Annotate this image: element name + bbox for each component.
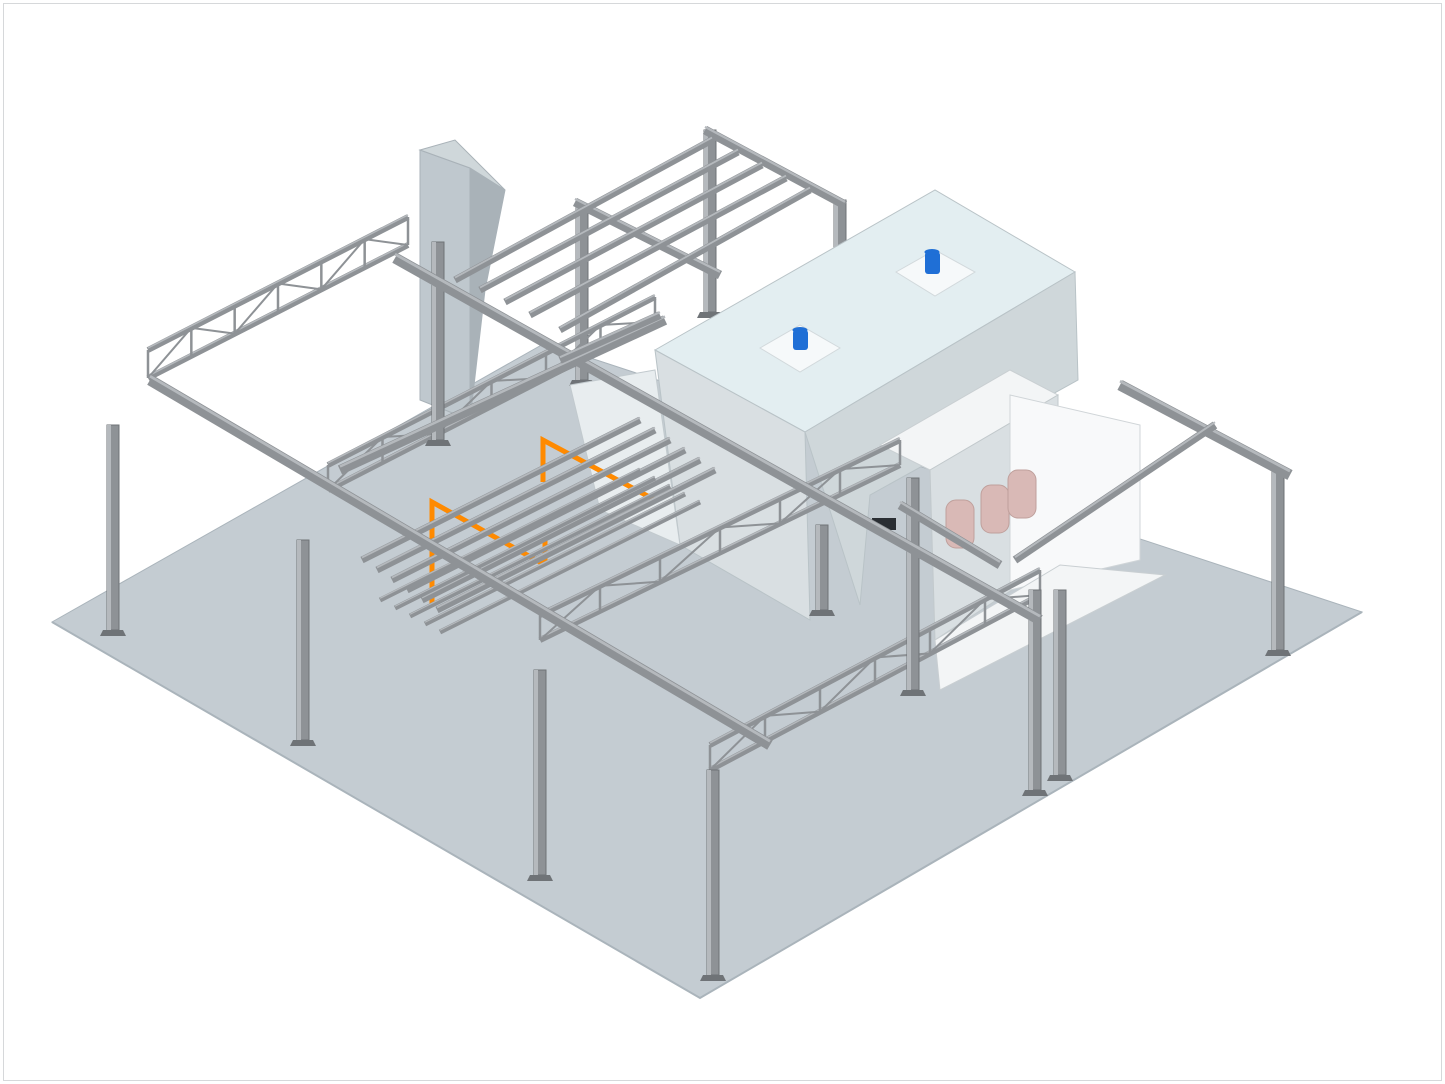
steel-column-flange bbox=[1054, 590, 1058, 775]
truss-frame-left-diagonal bbox=[277, 282, 322, 291]
conveyor-bars bbox=[360, 416, 717, 635]
steel-column-base-plate bbox=[290, 740, 316, 746]
steel-column-base-plate bbox=[700, 975, 726, 981]
lower-bar bbox=[438, 499, 702, 635]
truss-frame-front-diagonal bbox=[839, 464, 901, 471]
rear-rail-highlight bbox=[504, 161, 763, 301]
lower-bar-highlight bbox=[424, 491, 686, 623]
ventilation-cap-icon bbox=[924, 249, 940, 274]
steel-column-flange bbox=[707, 770, 711, 975]
lower-bar bbox=[393, 475, 657, 611]
floor-edge bbox=[51, 611, 1363, 1000]
cyclone-top-face bbox=[418, 139, 506, 191]
conveyor-bar-highlight bbox=[436, 466, 716, 609]
truss-frame-left-diagonal bbox=[320, 238, 366, 290]
truss-frame-left-top-chord-highlight bbox=[147, 214, 409, 349]
steel-column-base-plate bbox=[1022, 790, 1048, 796]
orange-hanger-rack bbox=[429, 497, 547, 605]
truss-frame-front-diagonal bbox=[719, 522, 781, 529]
overhead-main-rail bbox=[147, 375, 773, 750]
right-gantry-rail-link-highlight bbox=[1014, 421, 1216, 559]
rear-rail bbox=[478, 148, 740, 294]
steel-columns bbox=[100, 241, 1291, 981]
rear-rail-highlight bbox=[559, 186, 811, 329]
lower-bar bbox=[378, 467, 642, 603]
steel-column-flange bbox=[816, 525, 820, 610]
filter-cartridge bbox=[1007, 469, 1037, 519]
lower-bar-highlight bbox=[409, 483, 671, 615]
steel-column-flange bbox=[432, 242, 436, 440]
rear-rail-highlight bbox=[479, 148, 739, 289]
rear-rail bbox=[453, 136, 714, 284]
lower-bar-highlight bbox=[394, 475, 656, 607]
steel-column-flange bbox=[1029, 590, 1033, 790]
lower-bar bbox=[408, 483, 672, 619]
overhead-main-rail bbox=[392, 253, 1043, 625]
overhead-cross-rail bbox=[337, 315, 668, 475]
steel-column-flange bbox=[534, 670, 538, 875]
truss-frame-front-diagonal bbox=[539, 585, 601, 641]
overhead-main-rail-highlight bbox=[149, 374, 771, 743]
ventilation-cap-icon bbox=[792, 327, 808, 350]
truss-frame-nearest-diagonal bbox=[764, 710, 821, 717]
conveyor-bar bbox=[420, 456, 702, 604]
truss-frame-front-top-chord-highlight bbox=[539, 437, 901, 614]
rear-rail-highlight bbox=[454, 136, 713, 279]
lower-bar bbox=[423, 491, 687, 627]
steel-column-flange bbox=[107, 425, 111, 630]
side-rail bbox=[897, 501, 1003, 569]
rear-cross-beam bbox=[572, 197, 723, 280]
truss-frame-nearest-diagonal bbox=[874, 652, 931, 659]
conveyor-bar bbox=[435, 466, 717, 614]
truss-frame-front-diagonal bbox=[599, 580, 661, 587]
lower-bar-highlight bbox=[379, 467, 641, 599]
truss-frame-nearest-diagonal bbox=[929, 598, 986, 655]
rear-rail bbox=[528, 174, 788, 319]
truss-frame-nearest-diagonal bbox=[709, 715, 766, 771]
steel-column-flange bbox=[297, 540, 301, 740]
truss-frame-left-diagonal bbox=[147, 327, 193, 379]
steel-column-flange bbox=[1272, 470, 1276, 650]
overhead-cross-rail-highlight bbox=[559, 311, 661, 359]
rear-rack-beams bbox=[453, 125, 848, 334]
rear-cross-beam bbox=[702, 126, 848, 209]
lower-bar-highlight bbox=[439, 499, 701, 631]
steel-column-base-plate bbox=[425, 440, 451, 446]
steel-column-base-plate bbox=[1047, 775, 1073, 781]
overhead-cross-rail bbox=[558, 311, 662, 364]
overhead-rails bbox=[147, 252, 1293, 750]
rear-cross-beam-highlight bbox=[574, 197, 721, 273]
steel-column-base-plate bbox=[809, 610, 835, 616]
right-gantry-rail-highlight bbox=[1119, 379, 1291, 473]
truss-frame-left-diagonal bbox=[233, 282, 279, 335]
rear-overhead-rack bbox=[453, 125, 853, 386]
rear-cross-beam-highlight bbox=[704, 125, 846, 203]
truss-frame-left-diagonal bbox=[364, 238, 409, 246]
steel-column-base-plate bbox=[527, 875, 553, 881]
steel-column-base-plate bbox=[100, 630, 126, 636]
steel-column-flange bbox=[907, 478, 911, 690]
truss-frame-left-diagonal bbox=[191, 326, 235, 335]
steel-column-base-plate bbox=[1265, 650, 1291, 656]
conveyor-bar bbox=[390, 436, 672, 584]
truss-frame-front-diagonal bbox=[659, 526, 721, 583]
rear-rail-highlight bbox=[529, 174, 787, 314]
right-gantry-rail-link bbox=[1012, 421, 1218, 564]
filter-cartridge bbox=[980, 484, 1010, 534]
overhead-main-rail-highlight bbox=[394, 252, 1041, 618]
side-rail-highlight bbox=[899, 500, 1001, 563]
steel-column-base-plate bbox=[900, 690, 926, 696]
truss-frame-nearest-diagonal bbox=[819, 656, 876, 713]
truss-frame-mid-top-chord-highlight bbox=[327, 294, 656, 464]
rear-rail bbox=[503, 161, 764, 306]
rear-post-flange bbox=[834, 200, 838, 250]
rear-rail bbox=[558, 186, 812, 334]
image-border bbox=[3, 3, 1442, 1081]
filter-base bbox=[934, 564, 1167, 691]
truss-frame-nearest-top-chord-highlight bbox=[709, 567, 1041, 744]
